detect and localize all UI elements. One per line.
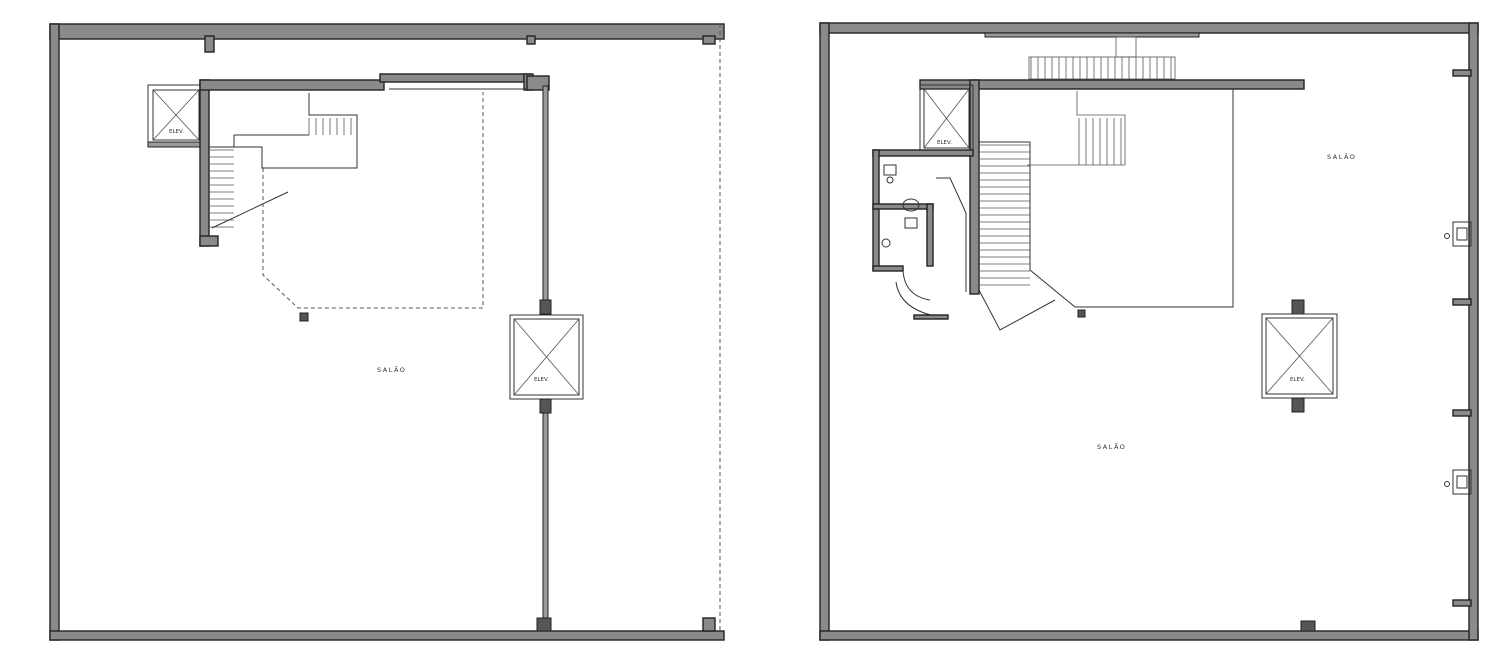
elevator-left-small: ELEV. xyxy=(147,84,207,148)
partition-left: ELEV. xyxy=(509,85,584,632)
core-walls-left xyxy=(199,73,550,247)
elevator-label: ELEV. xyxy=(534,377,549,383)
stairs-left xyxy=(209,118,352,228)
room-label-salao: SALÃO xyxy=(377,365,406,374)
room-label-salao-lower: SALÃO xyxy=(1097,442,1126,451)
fixtures-right-wall xyxy=(1444,221,1472,495)
stairs-right-top xyxy=(1030,57,1172,79)
room-label-salao-upper: SALÃO xyxy=(1327,152,1356,161)
restrooms-right xyxy=(872,149,974,320)
outer-walls-right xyxy=(819,22,1479,641)
elevator-label: ELEV. xyxy=(937,140,952,146)
elevator-label: ELEV. xyxy=(1290,377,1305,383)
column xyxy=(299,312,309,322)
mezzanine-outline-left xyxy=(262,92,484,309)
floor-plan-left: ELEV. ELEV. xyxy=(49,23,725,641)
core-walls-right: ELEV. xyxy=(919,79,1305,295)
elevator-right-central: ELEV. xyxy=(1261,299,1338,413)
elevator-label: ELEV. xyxy=(169,129,184,135)
floor-plan-right: ELEV. xyxy=(819,22,1479,641)
stairs-right-main xyxy=(979,118,1122,286)
outer-walls-left xyxy=(49,23,725,641)
